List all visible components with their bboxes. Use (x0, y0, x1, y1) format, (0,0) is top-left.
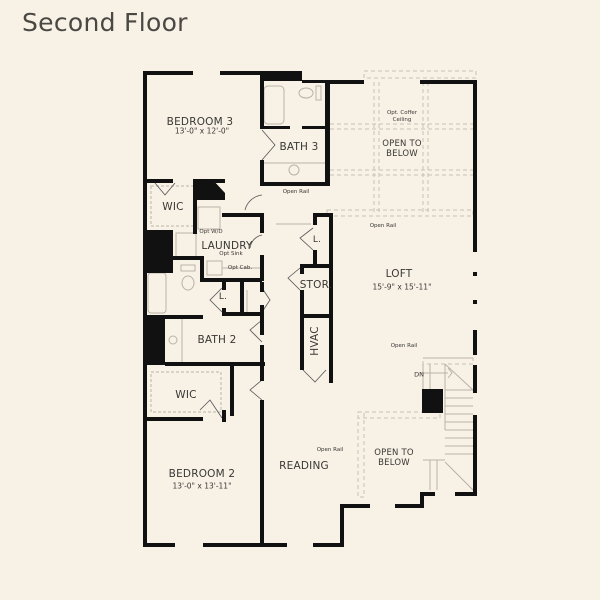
open-rail-label-3: Open Rail (390, 342, 418, 349)
bath2-label: BATH 2 (197, 333, 237, 346)
open-rail-label-1: Open Rail (282, 188, 310, 195)
opt-wd-note: Opt W/D (199, 228, 223, 235)
open-rail-label-4: Open Rail (316, 446, 344, 453)
walls (143, 71, 477, 547)
hvac-label: HVAC (308, 326, 321, 356)
stairs-down-label: DN (414, 370, 424, 379)
fixtures (147, 85, 474, 491)
bedroom2-size: 13'-0" x 13'-11" (172, 481, 232, 491)
reading-label: READING (279, 459, 329, 472)
linen-right-label: L. (312, 234, 322, 245)
opt-cab-note: Opt Cab. (227, 264, 253, 271)
bath3-label: BATH 3 (279, 140, 319, 153)
open-below-bottom-line2: BELOW (378, 458, 410, 469)
loft-size: 15'-9" x 15'-11" (372, 282, 432, 292)
open-below-top-line2: BELOW (386, 149, 418, 160)
page-title: Second Floor (22, 8, 188, 37)
wic-bottom-label: WIC (175, 388, 197, 401)
opt-sink-note: Opt Sink (219, 250, 243, 257)
coffer-note-line2: Ceiling (392, 116, 412, 123)
bedroom2-label: BEDROOM 2 (168, 467, 236, 480)
storage-label: STOR. (299, 278, 333, 291)
open-below-top-line1: OPEN TO (382, 139, 422, 150)
wic-top-label: WIC (162, 200, 184, 213)
bedroom3-size: 13'-0" x 12'-0" (174, 126, 230, 136)
linen-left-label: L. (218, 291, 228, 302)
bedroom3-label: BEDROOM 3 (166, 115, 234, 128)
loft-label: LOFT (385, 267, 413, 280)
laundry-label: LAUNDRY (201, 239, 253, 252)
coffer-note-line1: Opt. Coffer (386, 109, 418, 116)
open-below-bottom-line1: OPEN TO (374, 448, 414, 459)
open-rail-label-2: Open Rail (369, 222, 397, 229)
